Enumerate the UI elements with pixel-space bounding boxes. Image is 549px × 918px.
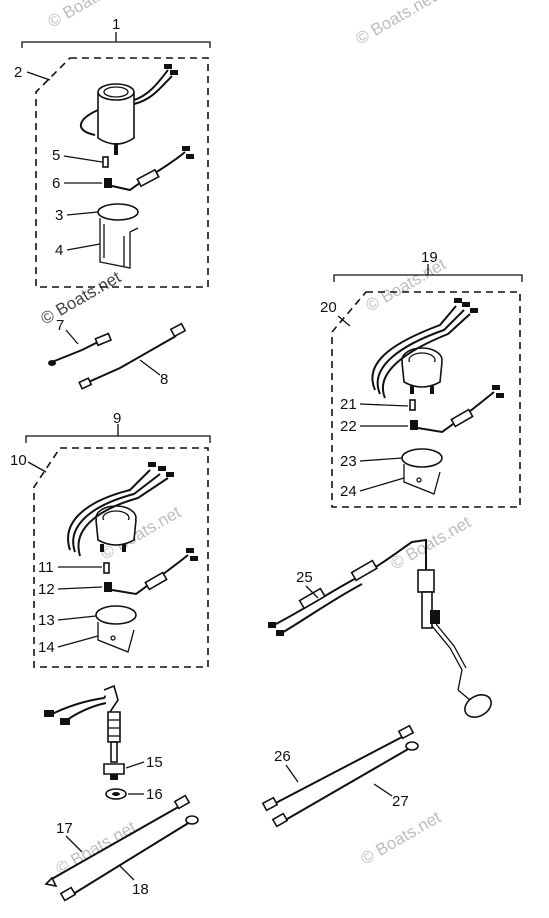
- wire-18: [59, 815, 199, 902]
- wire-26: [261, 724, 415, 812]
- callout-16: 16: [146, 786, 163, 803]
- callout-14: 14: [38, 639, 55, 656]
- callout-25: 25: [296, 569, 313, 586]
- callout-4: 4: [55, 242, 63, 259]
- callout-26: 26: [274, 748, 291, 765]
- screw-11: [103, 562, 110, 574]
- callout-2: 2: [14, 64, 22, 81]
- group-19-assembly: 19 20 21 22 23 24: [320, 249, 523, 508]
- meter-20: [371, 298, 478, 399]
- wire-22: [410, 385, 504, 434]
- meter-10: [67, 462, 174, 557]
- callout-23: 23: [340, 453, 357, 470]
- callout-8: 8: [160, 371, 168, 388]
- bracket-13-14: [95, 605, 137, 653]
- callout-10: 10: [10, 452, 27, 469]
- callout-6: 6: [52, 175, 60, 192]
- bracket-3-4: [97, 203, 139, 269]
- wire-17: [44, 794, 191, 888]
- watermark-right-mid: © Boats.net: [388, 512, 475, 573]
- wire-8: [78, 322, 187, 390]
- callout-13: 13: [38, 612, 55, 629]
- wire-7: [48, 332, 113, 366]
- callout-24: 24: [340, 483, 357, 500]
- washer-16: [105, 788, 127, 800]
- callout-12: 12: [38, 581, 55, 598]
- wire-27: [271, 741, 419, 828]
- watermark-bottom-right: © Boats.net: [358, 807, 445, 868]
- callout-15: 15: [146, 754, 163, 771]
- callout-17: 17: [56, 820, 73, 837]
- wire-12: [104, 548, 198, 596]
- callout-1: 1: [112, 16, 120, 33]
- callout-7: 7: [56, 317, 64, 334]
- watermark-top-right: © Boats.net: [353, 0, 440, 48]
- callout-27: 27: [392, 793, 409, 810]
- callout-18: 18: [132, 881, 149, 898]
- group-1-assembly: 1 2 5 6 3 4: [14, 16, 211, 288]
- callout-19: 19: [421, 249, 438, 266]
- screw-21: [409, 399, 416, 411]
- callout-9: 9: [113, 410, 121, 427]
- meter-2: [80, 64, 178, 155]
- callout-21: 21: [340, 396, 357, 413]
- sender-25: [268, 538, 492, 718]
- wire-6: [104, 146, 194, 192]
- sender-15: [44, 684, 125, 780]
- watermark-group1: © Boats.net: [38, 267, 125, 328]
- callout-3: 3: [55, 207, 63, 224]
- callout-5: 5: [52, 147, 60, 164]
- screw-5: [102, 156, 109, 168]
- callout-20: 20: [320, 299, 337, 316]
- callout-22: 22: [340, 418, 357, 435]
- bracket-23-24: [401, 448, 443, 495]
- callout-11: 11: [38, 559, 54, 576]
- group-9-assembly: 9 10 11 12 13 14: [10, 410, 211, 668]
